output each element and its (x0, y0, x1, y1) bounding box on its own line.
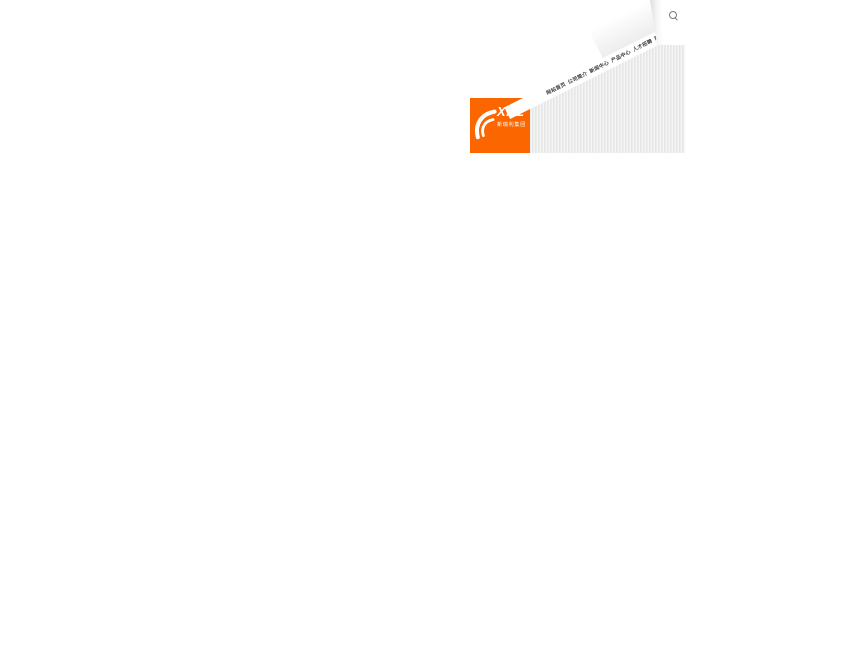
brand-tagline: 新瑞利集团 (497, 122, 527, 128)
swoosh-icon (475, 109, 497, 140)
magnifier-icon (669, 11, 677, 19)
page-fold-region: XRL 新瑞利集团 网站首页 公司简介 新闻中心 产品中心 人才招聘 联系我们 (468, 0, 685, 153)
